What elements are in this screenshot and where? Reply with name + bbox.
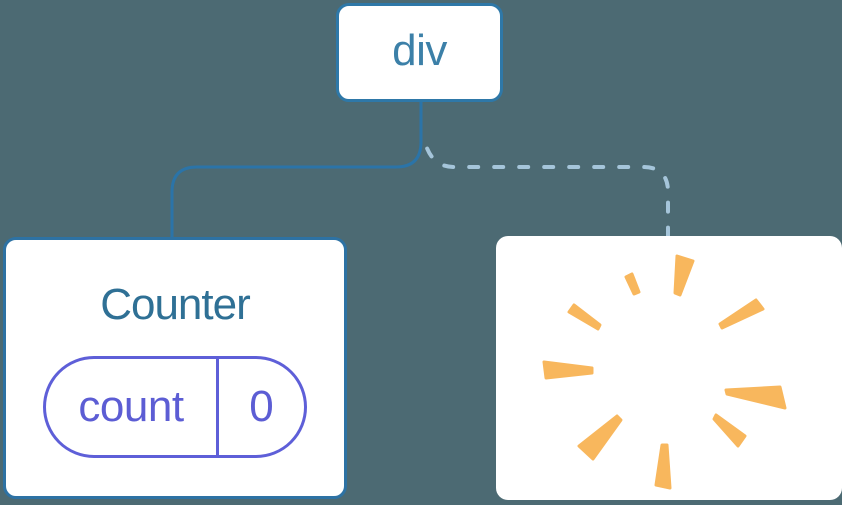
edge-div-to-poof-dashed — [422, 136, 670, 240]
edge-div-to-counter-solid — [170, 100, 423, 239]
removed-component-card — [496, 236, 842, 500]
node-label: div — [392, 25, 447, 75]
counter-component-card: Counter count 0 — [3, 237, 347, 499]
state-pill: count 0 — [43, 356, 307, 458]
component-title: Counter — [100, 280, 251, 329]
state-value: 0 — [249, 382, 274, 431]
poof-starburst-icon — [542, 254, 787, 490]
state-key: count — [46, 359, 219, 455]
tree-node-div: div — [336, 3, 503, 102]
